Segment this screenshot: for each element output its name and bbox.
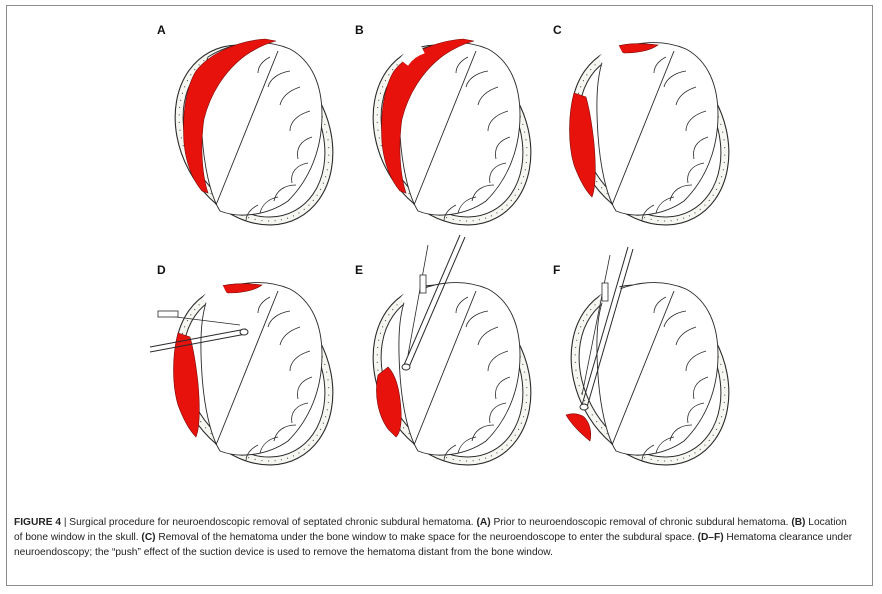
panel-label: E [355,263,364,277]
figure-caption: FIGURE 4 | Surgical procedure for neuroe… [14,515,854,560]
panel-a: A [150,15,340,226]
skull-drawing [372,234,532,466]
caption-text-a: Prior to neuroendoscopic removal of chro… [490,517,792,528]
bone-window [399,44,425,66]
panel-b: B [348,15,538,226]
caption-text-c: Removal of the hematoma under the bone w… [155,532,698,543]
hematoma [376,366,402,438]
caption-separator: | [60,517,70,528]
midline [413,50,477,206]
panel-f: F [546,246,736,466]
skull-drawing [372,38,532,226]
panel-label: D [157,263,166,277]
caption-intro: Surgical procedure for neuroendoscopic r… [69,517,477,528]
midline [611,50,675,206]
midline [611,290,675,446]
hematoma [565,413,592,442]
caption-text-b: Location of bone window in the skull. [14,517,847,543]
skull-drawing [569,42,730,226]
hematoma [183,38,277,194]
bone-window [597,44,623,66]
brain-surface [596,282,719,456]
brain-surface [398,282,521,456]
bone-window [201,284,227,306]
panel-label: F [553,263,561,277]
midline [215,50,279,206]
skull-drawing [149,282,334,466]
skull-drawing [174,38,334,226]
brain-surface [596,42,719,216]
panel-label: B [355,23,364,37]
panel-d: D [149,255,340,466]
panel-label: A [157,23,166,37]
caption-ref-a: (A) [476,517,491,528]
midline [413,290,477,446]
caption-text-df: Hematoma clearance under neuroendoscopy;… [14,532,853,558]
hematoma [173,283,263,438]
hematoma [569,43,659,198]
panel-label: C [553,23,562,37]
caption-ref-df: (D–F) [697,532,724,543]
skull-drawing [565,246,730,466]
caption-label: FIGURE 4 [14,517,61,528]
caption-ref-c: (C) [141,532,156,543]
neuroendoscope [579,246,634,411]
caption-ref-b: (B) [791,517,806,528]
neuroendoscope [401,234,466,371]
midline [215,290,279,446]
panel-e: E [348,234,538,466]
neuroendoscope [149,310,249,353]
panel-c: C [546,15,736,226]
brain-surface [200,282,323,456]
hematoma [381,38,475,194]
